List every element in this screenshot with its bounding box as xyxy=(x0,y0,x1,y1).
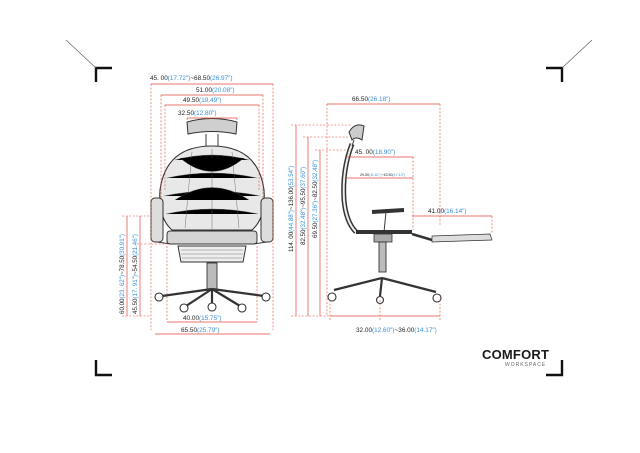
seat-width-label: 40.00(15.75") xyxy=(183,315,222,322)
frame-edge xyxy=(65,39,593,69)
front-width-3-label: 49.50(19.49") xyxy=(183,97,222,104)
brand-name: COMFORT xyxy=(482,347,549,362)
seat-height-label: 45.50(17. 91")~54.50(21.46") xyxy=(132,234,139,314)
front-width-overall-label: 45. 00(17.72")~68.50(26.97") xyxy=(150,75,233,82)
base-width-label: 65.50(25.79") xyxy=(181,327,220,334)
chair-side-view xyxy=(327,124,493,305)
side-depth-overall-label: 66.50(26.18") xyxy=(352,96,391,103)
chair-front-view xyxy=(150,118,274,313)
footrest-length-label: 41.00(16.14") xyxy=(428,208,467,215)
seat-back-height-label: 69.50(27.36")~82.50(32.48") xyxy=(312,160,319,238)
side-dimension-lines xyxy=(291,103,493,320)
base-depth-label: 32.00(12.60")~36.00(14.17") xyxy=(356,327,437,334)
headrest-width-label: 32.50(12.80") xyxy=(178,110,217,117)
brand-tagline: WORKSPACE xyxy=(505,362,546,368)
front-dimension-lines xyxy=(122,83,274,335)
seat-adjust-label: 29.50(11.61")~43.50(17.13") xyxy=(360,173,405,177)
front-width-2-label: 51.00(20.08") xyxy=(196,87,235,94)
brand-logo: COMFORT WORKSPACE xyxy=(482,347,549,368)
seat-depth-label: 45. 00(18.90") xyxy=(355,149,395,156)
armrest-height-label: 60.00(23. 62")~78.50(30.91") xyxy=(119,234,126,314)
back-height-label: 82.50(32.48")~95.50(37.60") xyxy=(300,167,307,245)
total-height-label: 114. 00(44.88")~136.00(53.54") xyxy=(288,166,295,252)
